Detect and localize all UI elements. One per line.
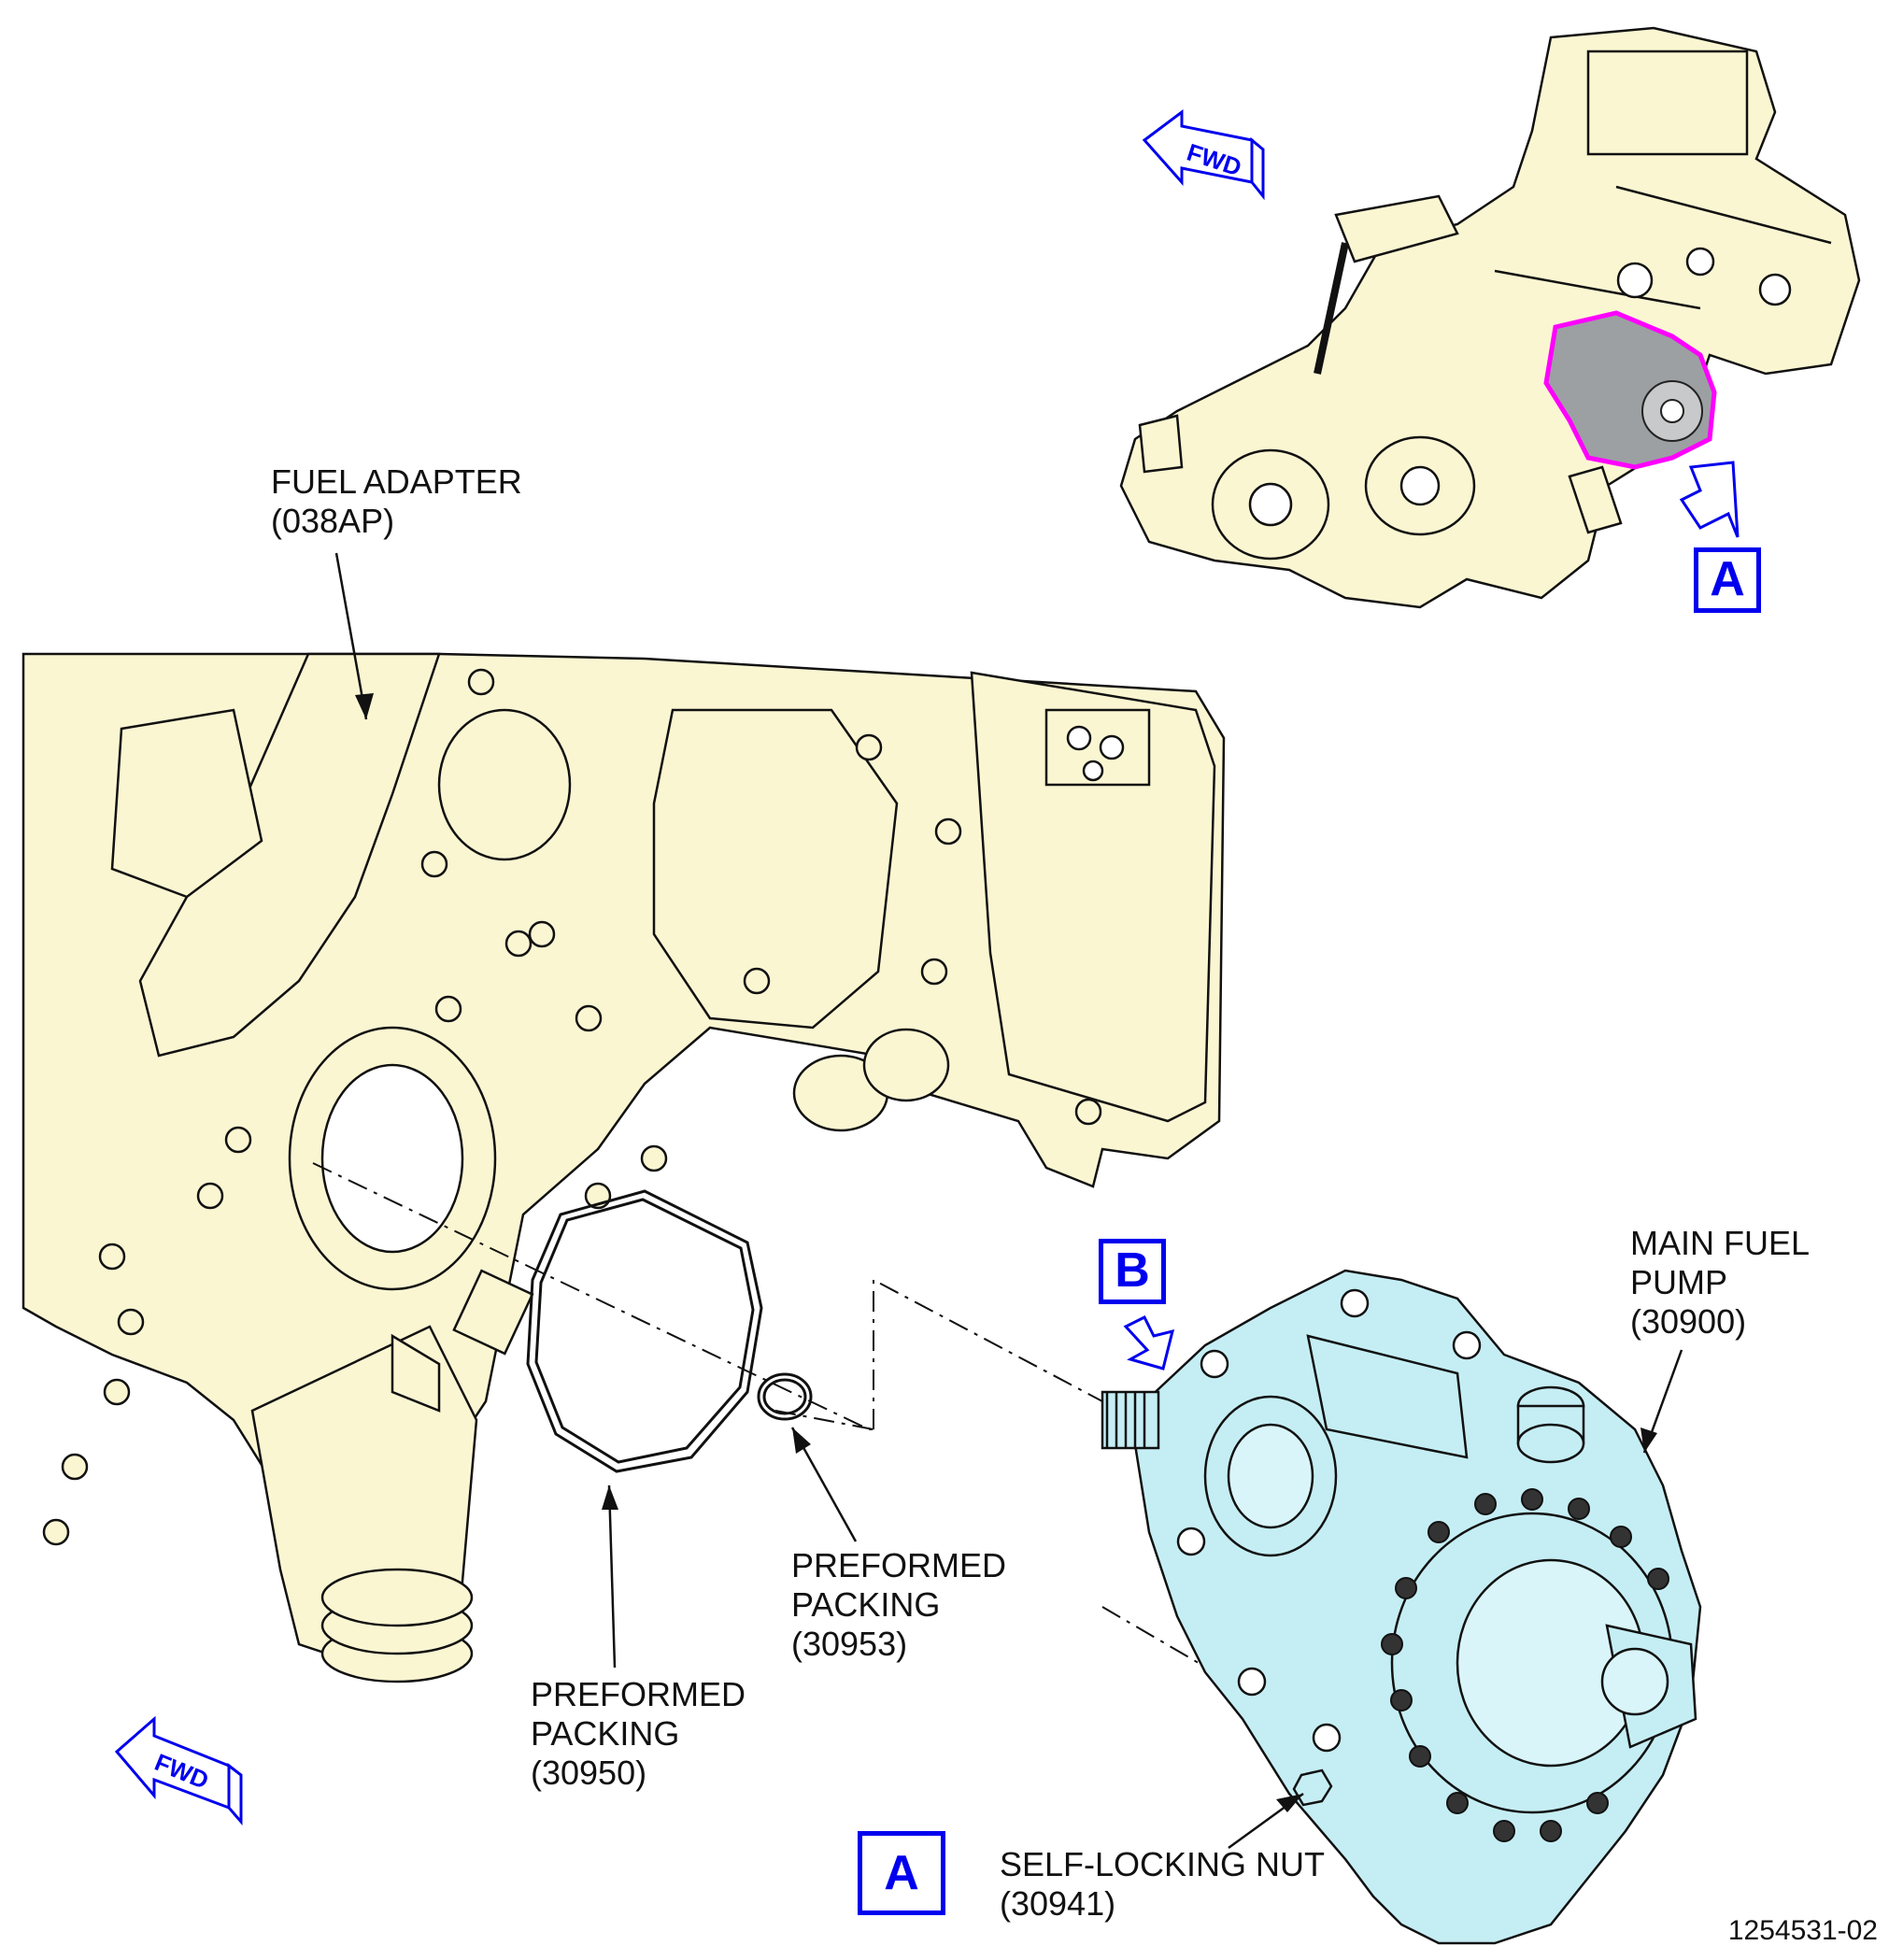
label-self-locking-nut: SELF-LOCKING NUT (30941) [1000, 1845, 1325, 1924]
label-main-fuel-pump: MAIN FUEL PUMP (30900) [1630, 1224, 1810, 1342]
detail-fwd-arrow-icon: FWD [114, 1715, 243, 1826]
overview-fwd-arrow-icon: FWD [1142, 109, 1265, 201]
label-packing-30953-line1: PREFORMED [791, 1546, 1007, 1584]
overview-engine [1119, 26, 1861, 609]
label-main-fuel-pump-line3: (30900) [1630, 1302, 1747, 1341]
label-packing-30953-line2: PACKING [791, 1585, 941, 1624]
label-fuel-adapter-line1: FUEL ADAPTER [271, 462, 522, 501]
label-main-fuel-pump-line2: PUMP [1630, 1263, 1728, 1301]
overview-view-a-callout: A [1694, 547, 1761, 613]
label-main-fuel-pump-line1: MAIN FUEL [1630, 1224, 1811, 1262]
document-number: 1254531-02 [1727, 1915, 1878, 1946]
label-packing-30950-line1: PREFORMED [531, 1675, 746, 1713]
preformed-packing-30950 [526, 1189, 763, 1473]
detail-view-a-callout: A [858, 1831, 945, 1915]
label-packing-30950: PREFORMED PACKING (30950) [531, 1675, 746, 1793]
main-fuel-pump-bolts [1381, 1488, 1669, 1842]
label-fuel-adapter: FUEL ADAPTER (038AP) [271, 462, 522, 541]
label-self-locking-nut-line1: SELF-LOCKING NUT [1000, 1845, 1326, 1883]
overview-view-arrow-icon [1679, 461, 1740, 538]
preformed-packing-30953 [757, 1372, 813, 1421]
self-locking-nut-30941 [1292, 1768, 1333, 1807]
detail-engine-bolts [42, 668, 1102, 1546]
detail-view-b-arrow-icon [1123, 1314, 1175, 1371]
label-packing-30950-line3: (30950) [531, 1754, 647, 1792]
main-fuel-pump [1101, 1269, 1702, 1945]
detail-view-b-callout: B [1099, 1239, 1166, 1304]
overview-fuel-pump-highlight [1543, 310, 1717, 470]
leader-arrowheads [355, 693, 1657, 1812]
label-packing-30950-line2: PACKING [531, 1714, 680, 1753]
detail-engine-casing [21, 652, 1226, 1683]
label-fuel-adapter-line2: (038AP) [271, 502, 395, 540]
label-self-locking-nut-line2: (30941) [1000, 1884, 1116, 1923]
label-packing-30953: PREFORMED PACKING (30953) [791, 1546, 1006, 1664]
label-packing-30953-line3: (30953) [791, 1625, 908, 1663]
